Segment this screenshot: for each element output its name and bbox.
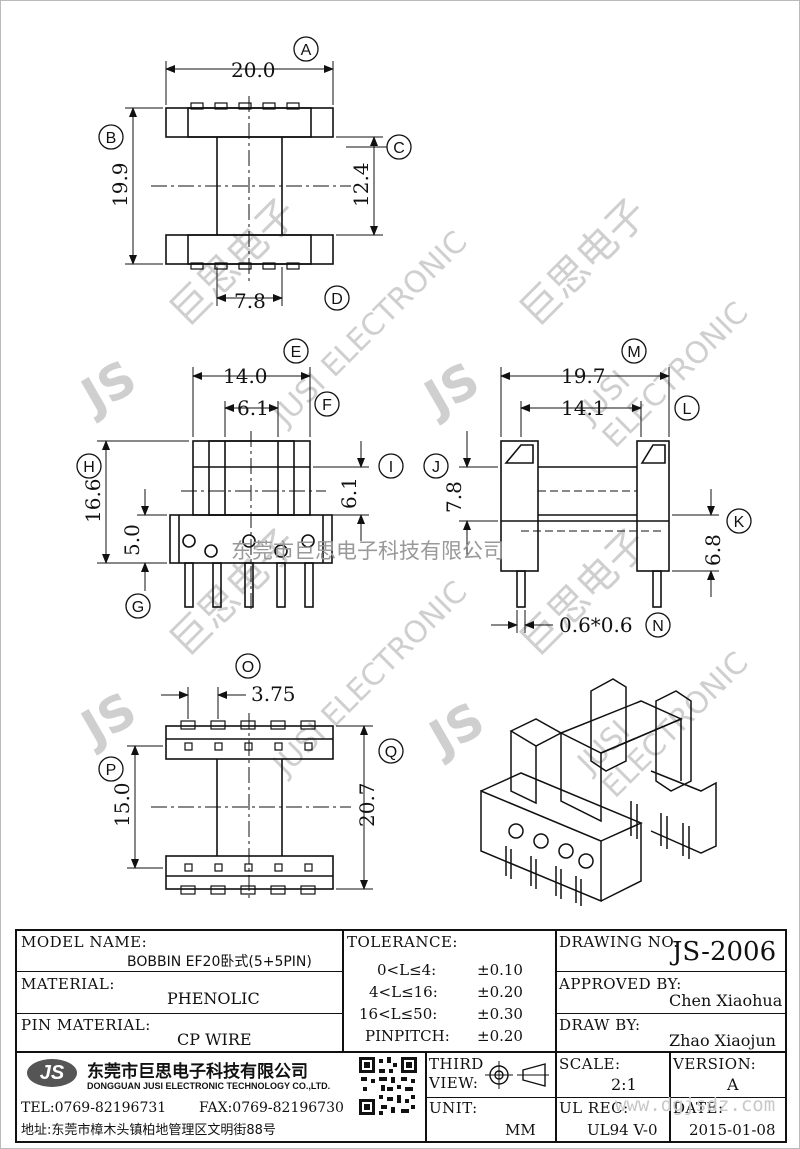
third-angle-projection-icon (485, 1061, 549, 1089)
callout-q: Q (385, 744, 397, 761)
material-label: MATERIAL: (21, 975, 115, 993)
company-tel: TEL:0769-82196731 (21, 1100, 167, 1116)
tolerance-range-1: 0<L≤4: (377, 961, 437, 979)
company-name-en: DONGGUAN JUSI ELECTRONIC TECHNOLOGY CO.,… (87, 1081, 331, 1091)
bottom-view (127, 687, 373, 901)
callout-n: N (652, 618, 664, 635)
callout-b: B (106, 130, 117, 147)
title-block: MODEL NAME: BOBBIN EF20卧式(5+5PIN) MATERI… (15, 929, 787, 1143)
dim-pin-size: 0.6*0.6 (559, 613, 633, 637)
model-name-label: MODEL NAME: (21, 933, 148, 951)
dim-front-height: 16.6 (81, 478, 105, 523)
drawing-no-value: JS-2006 (672, 937, 777, 967)
callout-e: E (291, 344, 302, 361)
scale-value: 2:1 (611, 1075, 637, 1094)
watermark-overlay-text: 东莞市巨思电子科技有限公司 (231, 539, 504, 563)
drawing-no-label: DRAWING NO. (559, 933, 679, 951)
material-value: PHENOLIC (167, 989, 260, 1008)
callout-h: H (83, 459, 95, 476)
approved-label: APPROVED BY: (559, 975, 682, 993)
unit-label: UNIT: (429, 1099, 478, 1117)
dim-bottom-pitch: 3.75 (251, 682, 296, 706)
isometric-view (480, 678, 717, 906)
callout-p: P (106, 762, 117, 779)
callout-d: D (331, 291, 343, 308)
dim-front-inner: 6.1 (237, 396, 269, 420)
callout-o: O (242, 659, 254, 676)
technical-drawing: 20.0 19.9 12.4 7.8 14.0 6.1 16.6 5.0 6.1… (76, 36, 752, 906)
company-name-cn: 东莞市巨思电子科技有限公司 (87, 1062, 308, 1082)
callout-k: K (734, 514, 745, 531)
tolerance-label: TOLERANCE: (347, 933, 458, 951)
tolerance-value-1: ±0.10 (477, 961, 523, 979)
dim-side-width: 19.7 (561, 364, 606, 388)
dim-front-base: 5.0 (120, 524, 144, 556)
dim-front-width: 14.0 (223, 364, 268, 388)
company-fax: FAX:0769-82196730 (199, 1100, 344, 1116)
unit-value: MM (505, 1121, 536, 1139)
callout-i: I (389, 459, 393, 476)
dim-front-window: 6.1 (337, 477, 361, 509)
dim-side-inner: 14.1 (561, 396, 606, 420)
dim-bottom-right: 20.7 (355, 782, 379, 827)
company-logo: JS (27, 1059, 77, 1087)
callout-l: L (683, 401, 692, 418)
top-view (125, 61, 383, 306)
ul-value: UL94 V-0 (587, 1121, 658, 1139)
tolerance-range-3: 16<L≤50: (359, 1005, 438, 1023)
callout-g: G (132, 599, 144, 616)
callout-c: C (393, 140, 405, 157)
tolerance-range-4: PINPITCH: (365, 1027, 450, 1045)
dim-top-inner: 12.4 (349, 162, 373, 207)
ul-label: UL REC: (559, 1099, 629, 1117)
version-value: A (727, 1075, 739, 1094)
approved-value: Chen Xiaohua (669, 991, 783, 1010)
version-label: VERSION: (673, 1055, 757, 1073)
watermark-url: www.dgjsdz.com (615, 1094, 776, 1116)
third-label: THIRD (429, 1055, 484, 1073)
side-view (459, 367, 719, 633)
dim-top-core: 7.8 (234, 289, 266, 313)
date-value: 2015-01-08 (689, 1121, 776, 1139)
dim-bottom-left: 15.0 (110, 782, 134, 827)
qr-code (357, 1055, 419, 1117)
dim-side-base: 6.8 (701, 534, 725, 566)
view-label: VIEW: (429, 1074, 479, 1092)
tolerance-value-3: ±0.30 (477, 1005, 523, 1023)
callout-a: A (301, 42, 312, 59)
dim-top-height: 19.9 (108, 162, 132, 207)
tolerance-range-2: 4<L≤16: (369, 983, 438, 1001)
date-label: DATE: (673, 1099, 724, 1117)
front-view (97, 367, 369, 613)
pin-material-value: CP WIRE (177, 1030, 252, 1049)
dim-top-width: 20.0 (231, 58, 276, 82)
pin-material-label: PIN MATERIAL: (21, 1016, 151, 1034)
tolerance-value-2: ±0.20 (477, 983, 523, 1001)
callout-j: J (432, 459, 440, 476)
callout-f: F (322, 397, 332, 414)
scale-label: SCALE: (559, 1055, 621, 1073)
dim-side-height: 7.8 (442, 481, 466, 513)
tolerance-value-4: ±0.20 (477, 1027, 523, 1045)
draw-label: DRAW BY: (559, 1016, 641, 1034)
callout-m: M (627, 344, 640, 361)
company-address: 地址:东莞市樟木头镇柏地管理区文明街88号 (21, 1123, 276, 1138)
model-name-value: BOBBIN EF20卧式(5+5PIN) (127, 954, 312, 970)
draw-value: Zhao Xiaojun (669, 1031, 776, 1050)
